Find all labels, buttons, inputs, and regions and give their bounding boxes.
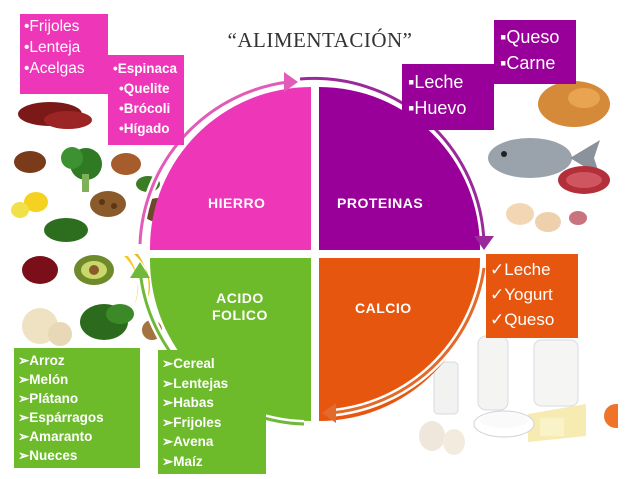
list-item: ➢Espárragos bbox=[18, 410, 104, 425]
list-item: •Espinaca bbox=[113, 61, 178, 76]
calcio-list: ✓Leche ✓Yogurt ✓Queso bbox=[486, 254, 578, 338]
eggs-icon bbox=[506, 203, 587, 232]
melon-icon bbox=[22, 308, 72, 346]
list-item: ✓Leche bbox=[490, 260, 551, 279]
hierro-list-b: •Espinaca •Quelite •Brócoli •Hígado bbox=[108, 55, 184, 145]
milk-bottle-icon bbox=[433, 335, 579, 415]
quadrant-hierro: HIERRO bbox=[150, 87, 311, 250]
banana-icon bbox=[124, 254, 150, 306]
list-item: ➢Nueces bbox=[18, 448, 78, 463]
list-item: ✓Queso bbox=[490, 310, 555, 329]
label-hierro: HIERRO bbox=[208, 195, 266, 211]
list-item: ✓Yogurt bbox=[490, 285, 553, 304]
list-item: ➢Melón bbox=[18, 372, 69, 387]
list-item: •Frijoles bbox=[24, 18, 80, 35]
list-item: •Acelgas bbox=[24, 60, 85, 77]
list-item: ➢Lentejas bbox=[162, 375, 229, 391]
acido-folico-list-a: ➢Arroz ➢Melón ➢Plátano ➢Espárragos ➢Amar… bbox=[14, 348, 140, 468]
meat-icon bbox=[18, 102, 92, 129]
label-proteinas: PROTEINAS bbox=[337, 195, 424, 211]
label-acido-line2: FOLICO bbox=[212, 307, 268, 323]
meat-fish-illustration bbox=[488, 81, 610, 232]
list-item: ➢Arroz bbox=[18, 353, 65, 368]
list-item: ▪Carne bbox=[500, 53, 556, 73]
list-item: •Lenteja bbox=[24, 39, 81, 56]
label-calcio: CALCIO bbox=[355, 300, 412, 316]
list-item: •Brócoli bbox=[119, 101, 171, 116]
list-item: ➢Amaranto bbox=[18, 429, 93, 444]
proteinas-list-a: ▪Leche ▪Huevo bbox=[402, 64, 494, 130]
list-item: ➢Frijoles bbox=[162, 414, 222, 430]
dairy-illustration bbox=[419, 335, 586, 455]
list-item: ▪Leche bbox=[408, 72, 464, 92]
beans-icon bbox=[14, 151, 141, 175]
avocado-icon bbox=[74, 255, 114, 285]
yogurt-bowl-icon bbox=[473, 410, 535, 438]
label-acido-folico: ACIDO FOLICO bbox=[212, 290, 268, 324]
list-item: ➢Cereal bbox=[162, 356, 215, 371]
chicken-icon bbox=[538, 81, 610, 127]
list-item: ➢Maíz bbox=[162, 453, 203, 469]
list-item: ➢Habas bbox=[162, 395, 214, 410]
fruits-illustration bbox=[22, 254, 162, 346]
kidney-beans-icon bbox=[22, 256, 58, 284]
hierro-list-a: •Frijoles •Lenteja •Acelgas bbox=[20, 14, 108, 94]
list-item: ▪Huevo bbox=[408, 98, 467, 118]
list-item: ➢Avena bbox=[162, 434, 214, 449]
arrow-bottom-right bbox=[322, 267, 488, 423]
slide-title: “ALIMENTACIÓN” bbox=[227, 28, 413, 52]
spinach-leaves-icon bbox=[80, 304, 134, 340]
eggs-icon bbox=[419, 421, 465, 455]
accent-tab bbox=[604, 404, 618, 428]
lemon-icon bbox=[11, 192, 48, 218]
cheese-icon bbox=[528, 404, 586, 442]
list-item: •Hígado bbox=[119, 121, 170, 136]
list-item: ➢Plátano bbox=[18, 391, 79, 406]
list-item: ▪Queso bbox=[500, 27, 560, 47]
list-item: •Quelite bbox=[119, 81, 170, 96]
vegetables-illustration bbox=[11, 102, 174, 242]
proteinas-list-b: ▪Queso ▪Carne bbox=[494, 20, 576, 84]
arrow-top-left bbox=[136, 72, 298, 245]
broccoli-icon bbox=[61, 147, 102, 192]
steak-icon bbox=[558, 166, 610, 194]
acido-folico-list-b: ➢Cereal ➢Lentejas ➢Habas ➢Frijoles ➢Aven… bbox=[158, 350, 266, 474]
label-acido-line1: ACIDO bbox=[216, 290, 264, 306]
